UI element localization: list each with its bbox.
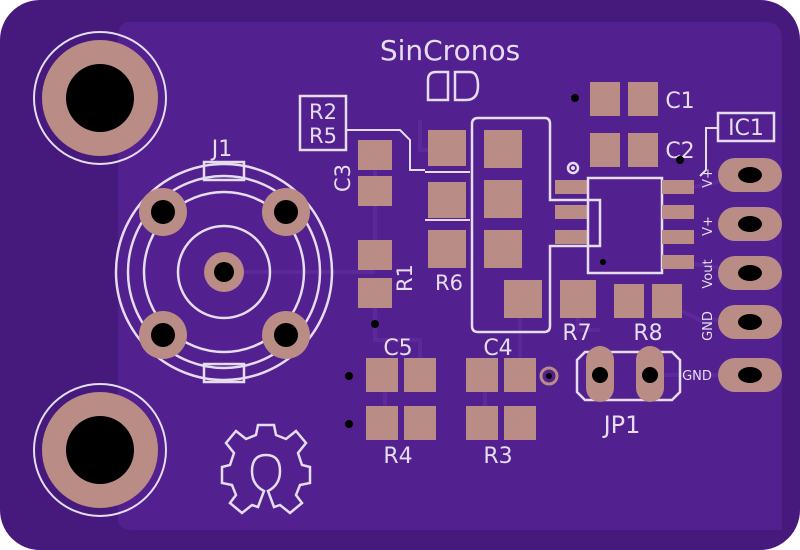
pad-r1-2 [358,278,392,308]
jumper-jp1 [575,346,682,402]
label-ic1: IC1 [728,116,764,141]
pad-c1-2 [628,82,658,116]
pad-c1-1 [590,82,620,116]
pad-r8-1 [614,284,644,318]
pad-r4-1 [366,406,398,440]
label-j1: J1 [210,137,233,162]
pad-ic1-3 [662,230,694,244]
pad-center-2 [484,180,522,218]
label-c5: C5 [383,336,412,361]
mounting-hole-bottom [33,383,167,517]
pad-center-4 [504,280,542,318]
pad-ic1-2 [662,205,694,219]
label-r3: R3 [483,444,512,469]
pad-c4-1 [466,358,498,392]
pad-ic-a2 [555,205,589,219]
bnc-connector: J1 [114,137,334,384]
label-r7: R7 [562,321,591,346]
pin-label-3: Vout [701,259,716,288]
pad-r2r5-2 [428,182,466,218]
pad-c3-2 [358,176,392,206]
pad-r7 [560,280,596,318]
pad-c2-2 [628,133,658,167]
pad-c4-2 [504,358,536,392]
pin-label-5: GND [682,369,712,384]
pad-r4-2 [404,406,436,440]
pad-r3-2 [504,406,536,440]
label-r4: R4 [383,444,412,469]
pad-c5-1 [366,358,398,392]
open-source-hardware-gear-icon [220,423,312,515]
pad-ic-a3 [555,230,589,244]
mounting-hole-top [33,31,167,165]
label-c1: C1 [665,89,694,114]
pad-center-3 [484,230,522,268]
pad-r3-1 [466,406,498,440]
pad-center-1 [484,130,522,168]
pad-ic1-4 [662,255,694,269]
label-r5: R5 [309,124,337,148]
ic1-outline [586,176,664,275]
label-c3: C3 [331,164,355,192]
pin-label-1: V+ [701,168,716,188]
outline-center-group [470,116,602,334]
pad-c2-1 [590,133,620,167]
header-pins [718,158,782,392]
pad-ic1-1 [662,180,694,194]
label-r8: R8 [633,321,662,346]
pad-c3-1 [358,140,392,170]
board-title: SinCronos [380,34,520,67]
pad-r8-2 [652,284,682,318]
label-r6: R6 [435,271,463,295]
pad-ic-a1 [555,180,589,194]
label-r2: R2 [309,100,337,124]
pad-r2r5-1 [428,130,466,166]
pad-c5-2 [404,358,436,392]
label-box-r2-r5 [298,94,348,152]
pin-label-4: GND [701,311,716,341]
pad-r1-1 [358,240,392,270]
label-r1: R1 [393,264,417,292]
pad-r6 [428,230,466,268]
solder-jumper-icon [426,70,480,102]
label-jp1: JP1 [602,411,641,439]
pin-label-2: V+ [701,216,716,236]
label-c4: C4 [483,336,512,361]
